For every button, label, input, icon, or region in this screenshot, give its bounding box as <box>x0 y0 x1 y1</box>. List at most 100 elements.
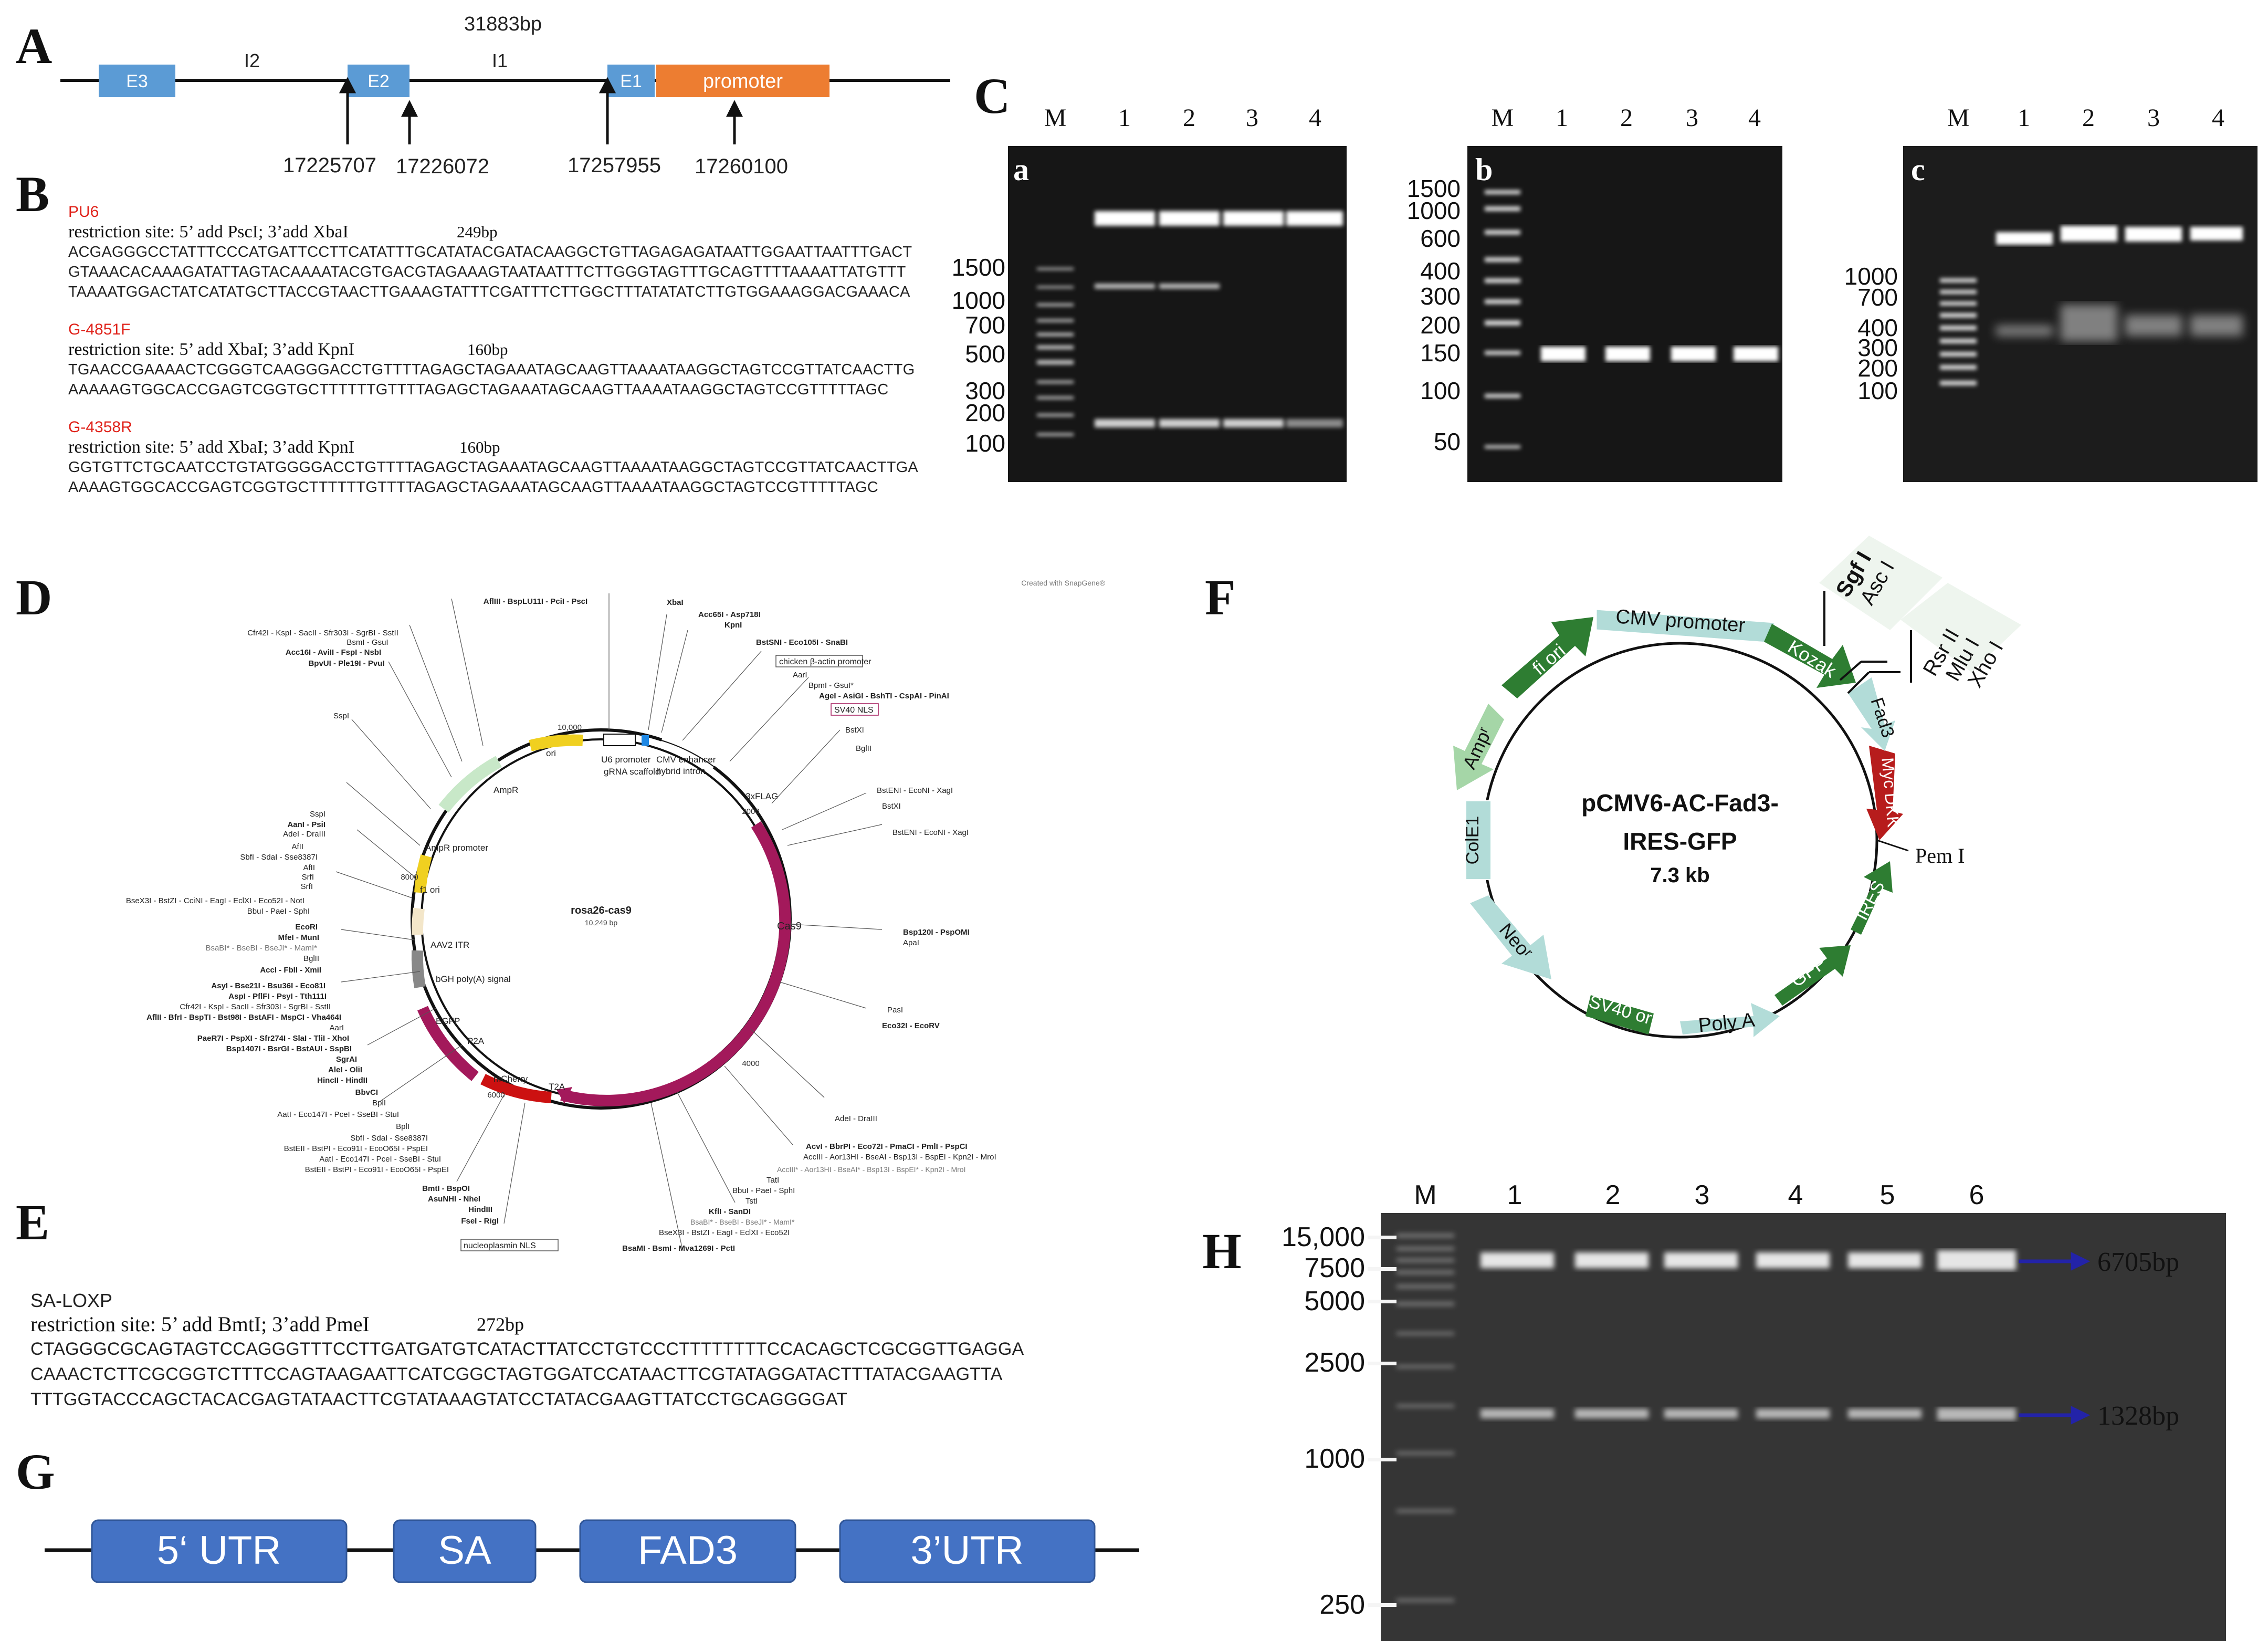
panel-c-gels: M 1 2 3 4 a 1500 1000 700 500 300 200 10… <box>952 104 2258 482</box>
cmv-arc-outline <box>661 740 715 767</box>
feature-label: chicken β-actin promoter <box>779 657 872 666</box>
plasmid-f-title-line: 7.3 kb <box>1650 864 1709 887</box>
seq-line: GGTGTTCTGCAATCCTGTATGGGGACCTGTTTTAGAGCTA… <box>68 459 918 476</box>
seq-block-pu6: PU6 restriction site: 5’ add PscI; 3’add… <box>68 202 929 302</box>
construct-label: SA <box>438 1528 491 1573</box>
tick: 10,000 <box>558 723 582 732</box>
site-label: FseI - RigI <box>461 1217 499 1226</box>
ladder-label: 2500 <box>1304 1347 1365 1378</box>
site-label: PaeR7I - PspXI - Sfr274I - SlaI - TliI -… <box>197 1034 349 1043</box>
plasmid-feature-labels: U6 promoter gRNA scaffold CMV enhancer h… <box>420 748 802 1092</box>
site-leader-lines <box>335 593 883 1250</box>
feature-label: gRNA scaffold <box>604 767 660 777</box>
construct-label: FAD3 <box>638 1528 738 1573</box>
plasmid-f-title-line: IRES-GFP <box>1623 828 1737 855</box>
tick: 2000 <box>742 807 759 816</box>
gel-a-ladder <box>1037 268 1074 436</box>
gel-c-ladder <box>1940 278 1977 385</box>
ladder-label: 1500 <box>952 254 1005 281</box>
site-label: BpvUI - Ple19I - PvuI <box>308 659 384 668</box>
amp-segment <box>1453 704 1504 790</box>
ladder-label: 1000 <box>1407 197 1461 224</box>
fi-ori-segment <box>1502 617 1593 698</box>
promoter-box <box>656 65 830 97</box>
site-label: TstI <box>746 1197 758 1206</box>
gel-b-lane-2: 2 <box>1620 104 1633 132</box>
gel-c-lane-1: 1 <box>2018 104 2030 132</box>
site-label: SspI <box>333 712 349 720</box>
site-label: BbuI - PaeI - SphI <box>247 907 310 916</box>
site-label: AcvI - BbrPI - Eco72I - PmaCI - PmlI - P… <box>806 1142 968 1151</box>
gel-h-background <box>1381 1213 2226 1641</box>
site-label: BsaBI* - BseBI - BseJI* - MamI* <box>205 944 317 953</box>
gel-c: M 1 2 3 4 c 1000 700 400 300 200 100 <box>1844 104 2258 482</box>
seq-size: 249bp <box>457 223 498 241</box>
site-label: BstEII - BstPI - Eco91I - EcoO65I - PspE… <box>305 1165 449 1174</box>
site-label: AflIII - BspLU11I - PciI - PscI <box>484 597 587 606</box>
feature-label: AmpR <box>494 785 518 795</box>
site-label: AspI - PflFI - PsyI - Tth111I <box>228 992 327 1001</box>
gel-b-lane-3: 3 <box>1686 104 1698 132</box>
gel-a: M 1 2 3 4 a 1500 1000 700 500 300 200 10… <box>952 104 1347 482</box>
feature-label: f1 ori <box>420 885 440 895</box>
ladder-label: 400 <box>1420 257 1461 285</box>
gel-c-lane-2: 2 <box>2082 104 2095 132</box>
construct-labels: 5‘ UTR SA FAD3 3’UTR <box>157 1528 1024 1573</box>
gel-c-smear <box>1996 305 2243 341</box>
site-label: AsyI - Bse21I - Bsu36I - Eco81I <box>211 981 326 990</box>
gel-b-sublabel: b <box>1475 152 1493 187</box>
site-label: AatI - Eco147I - PceI - SseBI - StuI <box>277 1110 399 1119</box>
feature-label: Kozak <box>1784 636 1840 682</box>
seq-line: GTAAACACAAAGATATTAGTACAAAATACGTGACGTAGAA… <box>68 264 906 280</box>
site-label: BbuI - PaeI - SphI <box>732 1186 795 1195</box>
gel-c-sublabel: c <box>1911 152 1925 187</box>
site-label: TatI <box>766 1176 779 1185</box>
site-label: BplI <box>372 1099 386 1107</box>
site-label: AccIII - Aor13HI - BseAI - Bsp13I - BspE… <box>803 1153 996 1162</box>
position-2: 17226072 <box>396 155 489 178</box>
site-label: BstSNI - Eco105I - SnaBI <box>756 638 848 647</box>
feature-label: 3xFLAG <box>746 791 778 801</box>
gel-a-bands <box>1095 211 1343 427</box>
site-label: BsaBI* - BseBI - BseJI* - MamI* <box>690 1218 795 1226</box>
seq-line: ACGAGGGCCTATTTCCCATGATTCCTTCATATTTGCATAT… <box>68 244 912 260</box>
site-tag-rsr-mlu-xho <box>1900 583 2021 672</box>
seq-name: G-4358R <box>68 419 132 436</box>
ori-arc <box>529 734 583 751</box>
bgh-arc <box>411 950 426 988</box>
gel-c-lane-m: M <box>1947 104 1970 132</box>
panel-b-sequences: PU6 restriction site: 5’ add PscI; 3’add… <box>68 202 929 497</box>
site-label: AgeI - AsiGI - BshTI - CspAI - PinAI <box>819 692 949 701</box>
feature-label: U6 promoter <box>601 755 651 765</box>
ladder-label: 200 <box>1420 311 1461 339</box>
gfp-segment <box>1774 945 1851 1006</box>
gel-a-lane-m: M <box>1044 104 1067 132</box>
panel-h-gel: M 1 2 3 4 5 6 15,000 7500 5000 2500 1000… <box>1282 1180 2226 1641</box>
gel-c-bands <box>1996 226 2243 245</box>
cole1-segment <box>1465 800 1492 880</box>
cas9-arrowhead <box>556 1087 572 1104</box>
panel-label-c: C <box>974 68 1011 124</box>
site-label: BsmI - GsuI <box>346 638 388 647</box>
gel-a-sublabel: a <box>1013 152 1029 187</box>
band-arrows <box>2019 1252 2091 1425</box>
site-label: AarI <box>329 1023 344 1032</box>
panel-d-plasmid-map: Created with SnapGene® 2000 4000 6000 80… <box>126 579 1106 1253</box>
feature-label: bGH poly(A) signal <box>436 974 511 984</box>
feature-label: CMV enhancer <box>656 755 716 765</box>
gel-b: M 1 2 3 4 b 1500 1000 600 400 300 200 15… <box>1407 104 1782 482</box>
feature-label: mCherry <box>494 1074 528 1084</box>
kozak-segment <box>1764 624 1856 688</box>
utr5-box <box>91 1519 348 1583</box>
itr-arc <box>411 907 425 935</box>
site-label: AdeI - DraIII <box>835 1114 877 1123</box>
plasmid-f-title: pCMV6-AC-Fad3- IRES-GFP 7.3 kb <box>1581 789 1779 887</box>
ladder-label: 1000 <box>1844 263 1898 290</box>
gel-c-lane-4: 4 <box>2212 104 2224 132</box>
ladder-label: 15,000 <box>1282 1222 1365 1252</box>
site-label: AleI - OliI <box>328 1065 362 1074</box>
site-label: BglII <box>856 744 872 753</box>
gel-h-lane-labels: M 1 2 3 4 5 6 <box>1414 1180 1984 1210</box>
lane-label: 1 <box>1507 1180 1522 1210</box>
site-label: Acc16I - AviII - FspI - NsbI <box>286 648 381 657</box>
